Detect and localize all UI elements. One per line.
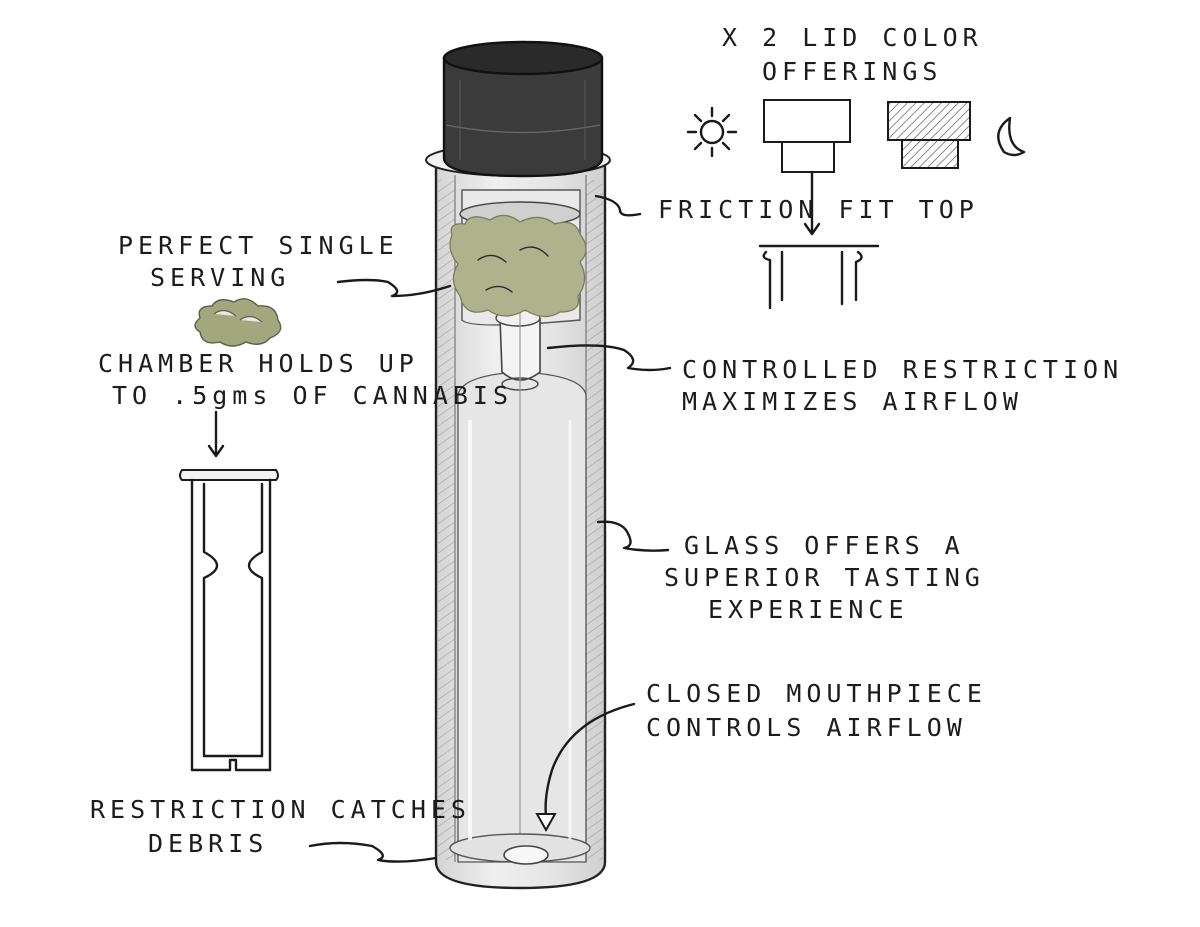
chamber-label-line2: TO .5gms OF CANNABIS [112,381,513,410]
lid-color-offerings: X 2 LID COLOR OFFERINGS [686,23,1026,173]
chamber-callout: CHAMBER HOLDS UP TO .5gms OF CANNABIS [98,349,513,458]
cannabis-nug-icon [194,298,282,347]
serving-label-line1: PERFECT SINGLE [118,231,399,260]
cannabis-chamber-fill [449,214,587,318]
lid-colors-title-line1: X 2 LID COLOR [722,23,983,52]
glass-tube [434,158,607,890]
mouthpiece-label-line1: CLOSED MOUTHPIECE [646,679,987,708]
glass-callout: GLASS OFFERS A SUPERIOR TASTING EXPERIEN… [596,520,985,624]
lid-colors-title-line2: OFFERINGS [762,57,942,86]
sun-icon [686,106,738,158]
insert-cross-section [179,469,279,772]
debris-label-line1: RESTRICTION CATCHES [90,795,471,824]
glass-label-line2: SUPERIOR TASTING [664,563,985,592]
glass-label-line3: EXPERIENCE [708,595,909,624]
moon-icon [997,116,1026,157]
friction-fit-callout: FRICTION FIT TOP [594,170,979,310]
light-lid-variant [763,99,851,173]
serving-callout: PERFECT SINGLE SERVING [118,231,452,298]
restriction-callout: CONTROLLED RESTRICTION MAXIMIZES AIRFLOW [546,344,1123,416]
friction-fit-label: FRICTION FIT TOP [658,195,979,224]
chamber-label-line1: CHAMBER HOLDS UP [98,349,419,378]
restriction-label-line2: MAXIMIZES AIRFLOW [682,387,1023,416]
debris-label-line2: DEBRIS [148,829,268,858]
mouthpiece-label-line2: CONTROLS AIRFLOW [646,713,967,742]
dark-lid-variant [887,101,971,169]
restriction-label-line1: CONTROLLED RESTRICTION [682,355,1123,384]
serving-label-line2: SERVING [150,263,290,292]
tube-lid [442,40,604,178]
debris-callout: RESTRICTION CATCHES DEBRIS [90,795,471,863]
mouthpiece-callout: CLOSED MOUTHPIECE CONTROLS AIRFLOW [535,679,987,833]
glass-label-line1: GLASS OFFERS A [684,531,965,560]
